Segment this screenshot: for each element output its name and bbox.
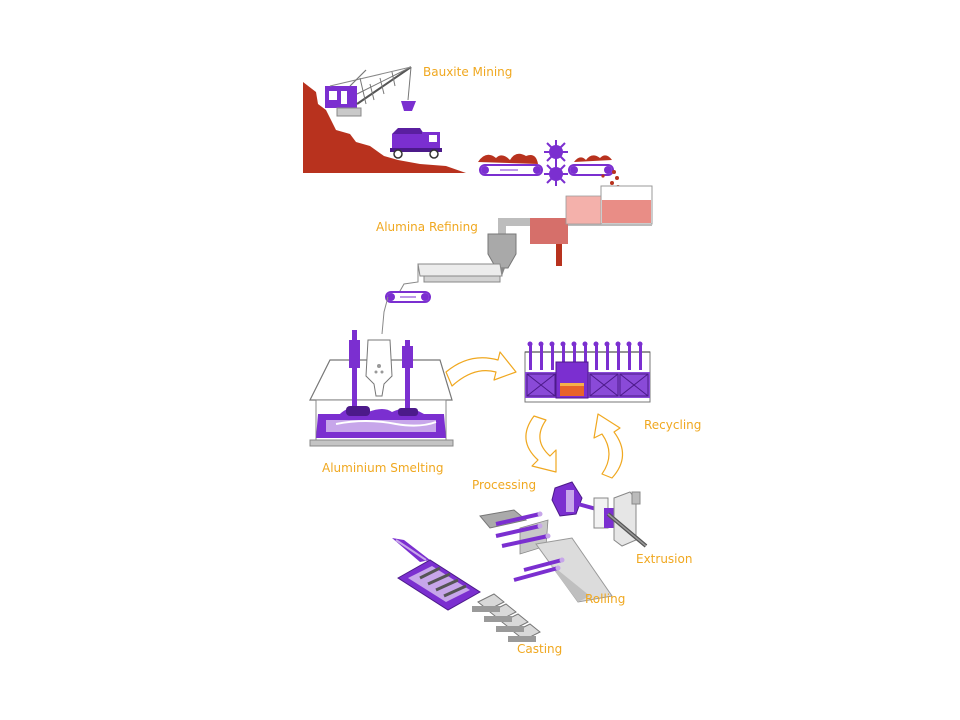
arrow-processing-to-recycling	[593, 413, 624, 479]
casting-mould-icon	[392, 538, 541, 642]
dump-truck-icon	[390, 128, 442, 159]
label-bauxite-mining: Bauxite Mining	[423, 65, 513, 79]
label-recycling: Recycling	[644, 418, 702, 432]
rolling-mill-icon	[479, 509, 613, 603]
label-aluminium-smelting: Aluminium Smelting	[322, 461, 444, 475]
smelting-pot-icon	[309, 330, 454, 447]
label-processing: Processing	[472, 478, 537, 492]
label-casting: Casting	[517, 642, 563, 656]
alumina-conveyor-icon	[381, 291, 431, 335]
dragline-excavator-icon	[325, 66, 416, 117]
bauxite-mine-group	[303, 66, 620, 193]
remelt-furnace-icon	[524, 341, 651, 403]
label-extrusion: Extrusion	[636, 552, 693, 566]
arrow-smelting-to-recycling	[445, 351, 517, 387]
mine-cliff	[303, 82, 466, 173]
arrow-recycling-to-processing	[525, 415, 557, 473]
refinery-tank-icon	[530, 185, 653, 266]
conveyor-crusher-icon	[478, 140, 620, 193]
label-alumina-refining: Alumina Refining	[376, 220, 478, 234]
label-rolling: Rolling	[585, 592, 626, 606]
cycle-arrow-icon	[445, 351, 624, 479]
alumina-refinery-group	[381, 185, 653, 335]
extrusion-press-icon	[551, 481, 648, 548]
